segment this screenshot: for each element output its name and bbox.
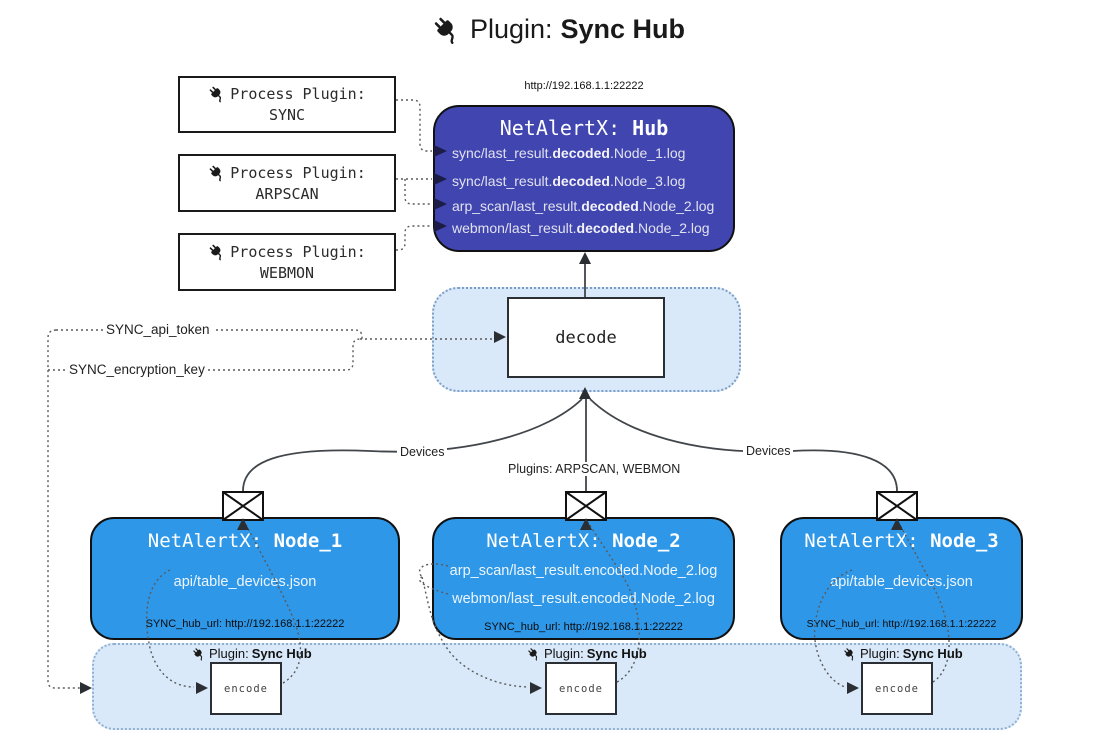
hub-box: NetAlertX: Hub sync/last_result.decoded.… [433,105,735,252]
node1-title: NetAlertX: Node_1 [147,530,343,552]
plug-icon [192,647,206,661]
plug-icon [208,243,226,261]
process-plugin-label: Process Plugin: [230,85,366,103]
node2-line: webmon/last_result.encoded.Node_2.log [452,591,715,607]
plug-icon [432,15,462,45]
plug-icon [208,164,226,182]
encode3-box: encode [861,662,933,715]
plug-icon [208,85,226,103]
envelope-icon [565,491,607,521]
envelope-icon [222,491,264,521]
plugin-to-hub-edges [396,99,432,251]
hub-log-line: arp_scan/last_result.decoded.Node_2.log [452,198,715,214]
plug-icon [527,647,541,661]
devices-label-left: Devices [397,445,448,459]
page-title: Plugin: Sync Hub [0,14,1117,45]
node1-box: NetAlertX: Node_1 api/table_devices.json… [90,517,400,640]
sync-api-token-label: SYNC_api_token [103,322,213,337]
devices-label-right: Devices [743,444,794,458]
hub-url: http://192.168.1.1:22222 [524,80,644,92]
decode-box: decode [507,297,665,378]
encode-label: encode [224,682,268,695]
encode2-box: encode [545,662,617,715]
encode3-plugin-label: Plugin: Sync Hub [843,646,963,661]
sync-encryption-key-label: SYNC_encryption_key [66,362,208,377]
envelope-icons [222,491,918,521]
process-plugin-webmon-box: Process Plugin: WEBMON [178,233,396,291]
plug-icon [843,647,857,661]
encode-label: encode [559,682,603,695]
plugins-edge-label: Plugins: ARPSCAN, WEBMON [505,462,684,476]
node2-title: NetAlertX: Node_2 [486,530,681,552]
process-plugin-sync-box: Process Plugin: SYNC [178,76,396,133]
process-plugin-label: Process Plugin: [230,163,366,182]
decode-label: decode [555,327,617,348]
node3-line: api/table_devices.json [830,574,973,590]
process-plugin-name: ARPSCAN [255,184,319,203]
node2-line: arp_scan/last_result.encoded.Node_2.log [449,563,718,579]
hub-title-prefix: NetAlertX: [499,116,633,140]
hub-log-line: webmon/last_result.decoded.Node_2.log [452,220,710,236]
node2-hub-url: SYNC_hub_url: http://192.168.1.1:22222 [484,621,683,633]
node3-box: NetAlertX: Node_3 api/table_devices.json… [780,517,1023,640]
page-title-prefix: Plugin: [469,14,553,44]
process-plugin-arpscan-box: Process Plugin: ARPSCAN [178,154,396,212]
encode1-box: encode [210,662,282,715]
encode1-plugin-label: Plugin: Sync Hub [192,646,312,661]
process-plugin-name: SYNC [268,106,306,124]
hub-title: NetAlertX: Hub [435,116,733,140]
envelope-icon [876,491,918,521]
node1-line: api/table_devices.json [173,574,317,590]
hub-log-line: sync/last_result.decoded.Node_3.log [452,173,686,189]
encode2-plugin-label: Plugin: Sync Hub [527,646,647,661]
node3-title: NetAlertX: Node_3 [804,530,999,552]
hub-title-bold: Hub [632,116,669,140]
arrow-into-encode-container [80,682,92,694]
node2-box: NetAlertX: Node_2 arp_scan/last_result.e… [432,517,735,640]
encode-label: encode [875,682,919,695]
hub-log-line: sync/last_result.decoded.Node_1.log [452,145,686,161]
arrow-up-into-hub [579,252,591,264]
node3-hub-url: SYNC_hub_url: http://192.168.1.1:22222 [806,618,997,630]
process-plugin-label: Process Plugin: [230,242,366,261]
process-plugin-name: WEBMON [259,263,315,282]
node1-hub-url: SYNC_hub_url: http://192.168.1.1:22222 [145,618,345,630]
page-title-bold: Sync Hub [560,14,686,44]
